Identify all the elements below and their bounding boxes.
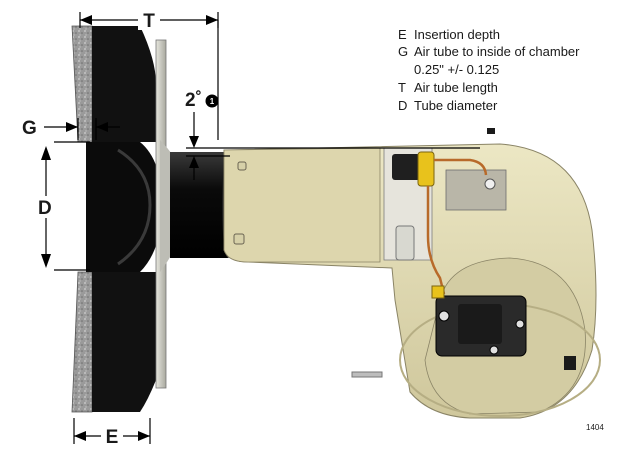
legend-text-tolerance: 0.25" +/- 0.125 xyxy=(414,62,499,77)
pump-fitting xyxy=(431,285,445,299)
note-marker-circle xyxy=(205,94,219,108)
note-marker-number: 1 xyxy=(210,97,215,106)
legend: E Insertion depth G Air tube to inside o… xyxy=(398,27,580,113)
combustion-chamber xyxy=(86,26,162,412)
figure-number: 1404 xyxy=(586,423,604,432)
oil-pump xyxy=(435,295,527,357)
legend-text-air-tube-to-chamber: Air tube to inside of chamber xyxy=(414,44,580,59)
lockout-reset xyxy=(564,356,576,370)
top-fitting xyxy=(487,128,495,134)
legend-letter-g: G xyxy=(398,44,408,59)
dim-label-d: D xyxy=(38,198,52,219)
legend-letter-e: E xyxy=(398,27,407,42)
burner-housing xyxy=(223,143,601,419)
refractory-wall xyxy=(71,25,93,413)
mounting-stud xyxy=(351,371,383,378)
solenoid-valve xyxy=(392,151,435,187)
dim-label-t: T xyxy=(143,11,155,32)
dim-label-g: G xyxy=(22,118,37,139)
legend-text-insertion-depth: Insertion depth xyxy=(414,27,500,42)
legend-letter-t: T xyxy=(398,80,406,95)
dimension-arrowheads xyxy=(41,15,218,441)
dim-label-e: E xyxy=(106,427,119,448)
legend-text-tube-diameter: Tube diameter xyxy=(414,98,498,113)
legend-text-air-tube-length: Air tube length xyxy=(414,80,498,95)
angle-label: 2˚ xyxy=(185,90,202,111)
legend-letter-d: D xyxy=(398,98,407,113)
copper-fuel-line xyxy=(426,158,488,295)
